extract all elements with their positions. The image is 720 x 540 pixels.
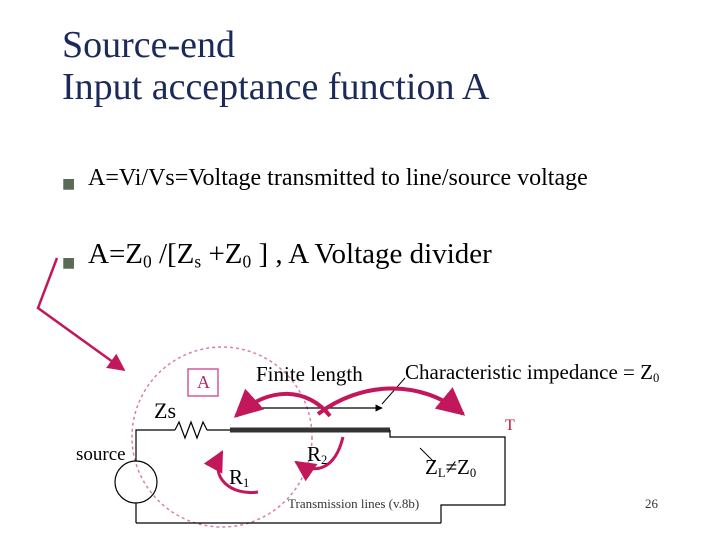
zl-pointer: [419, 447, 435, 463]
bullet-square-icon: ■: [62, 255, 76, 271]
slide-title: Source-end Input acceptance function A: [62, 24, 489, 108]
pointer-line: [36, 257, 126, 372]
label-r1: R1: [229, 465, 250, 491]
bullet-1: ■ A=Vi/Vs=Voltage transmitted to line/so…: [62, 164, 622, 199]
transmitted-arrow: [316, 386, 466, 416]
source-highlight-circle: [131, 346, 313, 528]
footer-text: Transmission lines (v.8b): [288, 496, 420, 511]
title-line-1: Source-end: [62, 24, 236, 66]
incident-arrow: [233, 388, 332, 418]
load-box: [389, 430, 506, 523]
wire-source-to-zs: [135, 429, 175, 461]
label-zs: Zs: [154, 398, 176, 423]
bullet-2-text: A=Z0 /[Zs +Z0 ] , A Voltage divider: [88, 238, 492, 272]
label-a-box: [187, 368, 219, 397]
label-r2: R2: [307, 442, 328, 468]
bullet-2: ■ A=Z0 /[Zs +Z0 ] , A Voltage divider: [62, 237, 492, 280]
label-a: A: [197, 372, 210, 392]
bullet-square-icon: ■: [62, 176, 76, 192]
source-symbol: [114, 460, 158, 504]
title-line-2: Input acceptance function A: [62, 66, 490, 108]
label-zl-neq-z0: ZL≠Z0: [425, 455, 477, 481]
label-t: T: [505, 417, 515, 434]
label-finite-length: Finite length: [256, 362, 363, 386]
reflected-arrow-r1: [203, 450, 259, 495]
char-impedance-pointer: [381, 377, 406, 405]
reflected-arrow-r2: [294, 436, 345, 482]
bullet-1-text: A=Vi/Vs=Voltage transmitted to line/sour…: [88, 165, 588, 191]
resistor-zs: [174, 420, 208, 440]
page-number: 26: [645, 496, 658, 511]
label-source: source: [76, 444, 126, 465]
label-characteristic-impedance: Characteristic impedance = Z0: [405, 360, 660, 386]
